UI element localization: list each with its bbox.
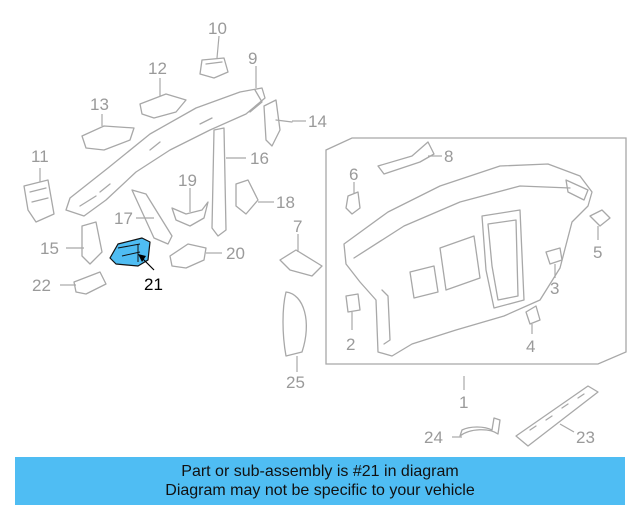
banner-line-1: Part or sub-assembly is #21 in diagram [181, 463, 459, 480]
callout-5: 5 [593, 243, 602, 262]
callout-11: 11 [31, 147, 49, 166]
cross-car-beam [65, 87, 266, 217]
callout-7: 7 [293, 217, 302, 236]
part-14-bracket [263, 99, 293, 147]
callout-16: 16 [250, 149, 269, 168]
part-8-bracket [377, 141, 435, 175]
callout-17: 17 [114, 209, 133, 228]
part-17-brace [131, 189, 173, 245]
callout-22: 22 [32, 276, 51, 295]
info-banner: Part or sub-assembly is #21 in diagram D… [15, 457, 625, 505]
callout-23: 23 [576, 428, 595, 447]
callout-10: 10 [208, 19, 227, 38]
part-5-clip [589, 209, 611, 227]
part-12-bracket [139, 93, 187, 119]
callout-9: 9 [248, 49, 257, 68]
callout-18: 18 [276, 193, 295, 212]
part-18-bracket [235, 179, 259, 215]
part-2-clip [345, 293, 361, 313]
part-13-bracket [81, 125, 135, 151]
part-11-bracket [23, 179, 55, 223]
callout-3: 3 [550, 279, 559, 298]
callout-15: 15 [40, 239, 59, 258]
callout-25: 25 [286, 373, 305, 392]
callout-2: 2 [346, 335, 355, 354]
part-20-bracket [169, 243, 207, 269]
callout-6: 6 [349, 165, 358, 184]
callout-12: 12 [148, 59, 167, 78]
part-10-bracket [199, 57, 229, 79]
part-22-bracket [73, 271, 107, 295]
callout-1: 1 [459, 393, 468, 412]
part-4-clip [525, 305, 541, 325]
callout-14: 14 [308, 112, 327, 131]
callout-19: 19 [178, 171, 197, 190]
part-7-bracket [279, 249, 323, 277]
part-3-clip [545, 247, 563, 265]
part-25-cover [282, 291, 307, 357]
assembly-box [325, 137, 627, 365]
callout-4: 4 [526, 337, 535, 356]
part-15-bracket [81, 221, 103, 265]
part-23-rail [515, 385, 599, 447]
part-21-bracket-highlighted[interactable] [109, 237, 151, 267]
callout-20: 20 [226, 244, 245, 263]
callout-8: 8 [444, 147, 453, 166]
callout-21[interactable]: 21 [144, 275, 163, 294]
callout-13: 13 [90, 95, 109, 114]
part-24-bracket [459, 417, 501, 437]
banner-line-2: Diagram may not be specific to your vehi… [165, 482, 475, 499]
part-16-brace [211, 127, 227, 237]
parts-diagram: 9 10 12 13 14 11 16 19 18 [23, 19, 627, 447]
part-19-bracket [171, 201, 209, 227]
callout-24: 24 [424, 428, 443, 447]
instrument-panel [343, 163, 593, 357]
part-6-clip [345, 191, 361, 215]
